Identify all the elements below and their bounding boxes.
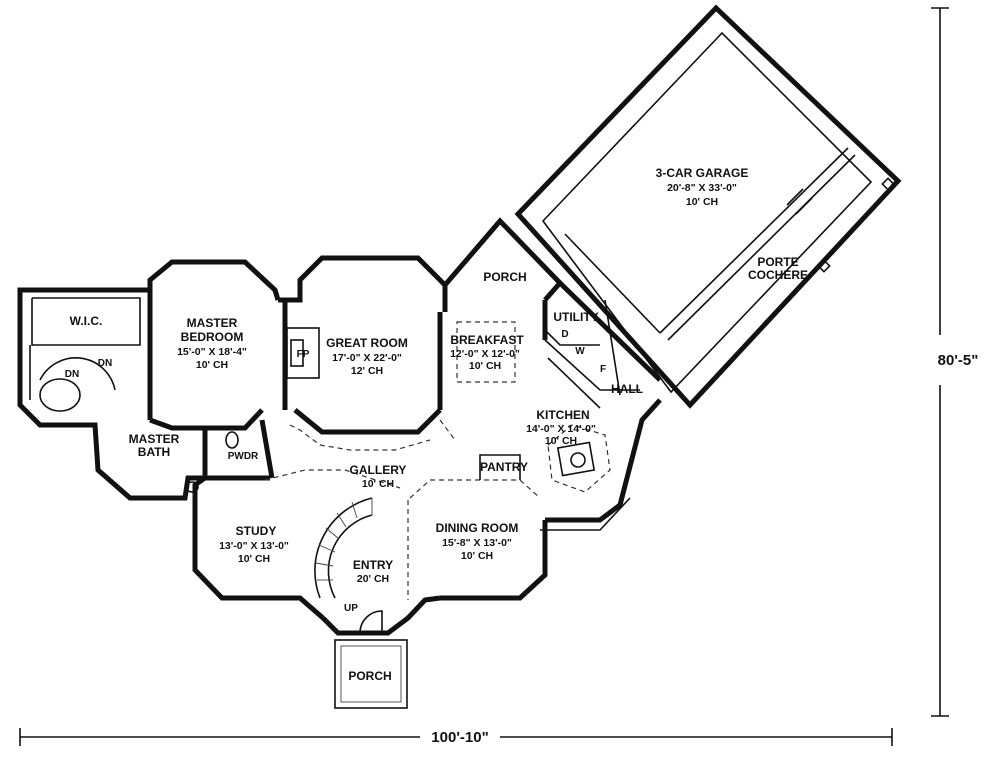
walk-in-closet-name: W.I.C. [70, 314, 103, 328]
study-size: 13'-0" X 13'-0" [219, 540, 289, 552]
rear-porch-name: PORCH [483, 270, 526, 284]
front-porch-name: PORCH [348, 669, 391, 683]
master-bath-name-line2: BATH [138, 445, 170, 459]
depth-dimension-line [931, 7, 949, 717]
stair-up-label: UP [344, 603, 358, 614]
utility-dryer-label: D [561, 329, 568, 340]
porte-cochere-label-line1: PORTE [757, 255, 798, 269]
master-bedroom-name-line1: MASTER [187, 316, 238, 330]
entry-name: ENTRY [353, 558, 393, 572]
step-down-label-2: DN [65, 369, 79, 380]
house-outline [17, 255, 662, 709]
overall-width-label: 100'-10" [431, 729, 488, 746]
breakfast-ceiling: 10' CH [469, 360, 501, 372]
breakfast-size: 12'-0" X 12'-0" [450, 348, 520, 360]
utility-freezer-label: F [600, 364, 606, 375]
dining-room-ceiling: 10' CH [461, 550, 493, 562]
pantry-name: PANTRY [480, 460, 528, 474]
garage-ceiling: 10' CH [686, 196, 718, 208]
gallery-ceiling: 10' CH [362, 478, 394, 490]
rear-porch-structure [442, 217, 564, 312]
master-bedroom-ceiling: 10' CH [196, 359, 228, 371]
garage-name: 3-CAR GARAGE [656, 166, 749, 180]
utility-washer-label: W [575, 346, 585, 357]
hall-name: HALL [611, 382, 643, 396]
porte-cochere-label-line2: COCHERE [748, 268, 808, 282]
study-name: STUDY [236, 524, 277, 538]
step-down-label-1: DN [98, 358, 112, 369]
gallery-name: GALLERY [350, 463, 407, 477]
master-bedroom-name-line2: BEDROOM [181, 330, 244, 344]
utility-name: UTILITY [553, 310, 598, 324]
breakfast-name: BREAKFAST [450, 333, 524, 347]
powder-room-name: PWDR [228, 451, 259, 462]
garage-structure [514, 4, 902, 409]
study-ceiling: 10' CH [238, 553, 270, 565]
dining-room-name: DINING ROOM [436, 521, 519, 535]
kitchen-name: KITCHEN [536, 408, 589, 422]
overall-depth-label: 80'-5" [938, 352, 979, 369]
kitchen-ceiling: 10' CH [545, 435, 577, 447]
width-dimension-line [19, 728, 893, 746]
great-room-name: GREAT ROOM [326, 336, 408, 350]
dining-room-size: 15'-8" X 13'-0" [442, 537, 512, 549]
great-room-size: 17'-0" X 22'-0" [332, 352, 402, 364]
entry-ceiling: 20' CH [357, 573, 389, 585]
master-bedroom-size: 15'-0" X 18'-4" [177, 346, 247, 358]
kitchen-size: 14'-0" X 14'-0" [526, 423, 596, 435]
fireplace-label: FP [297, 349, 310, 360]
great-room-ceiling: 12' CH [351, 365, 383, 377]
garage-size: 20'-8" X 33'-0" [667, 182, 737, 194]
master-bath-name-line1: MASTER [129, 432, 180, 446]
